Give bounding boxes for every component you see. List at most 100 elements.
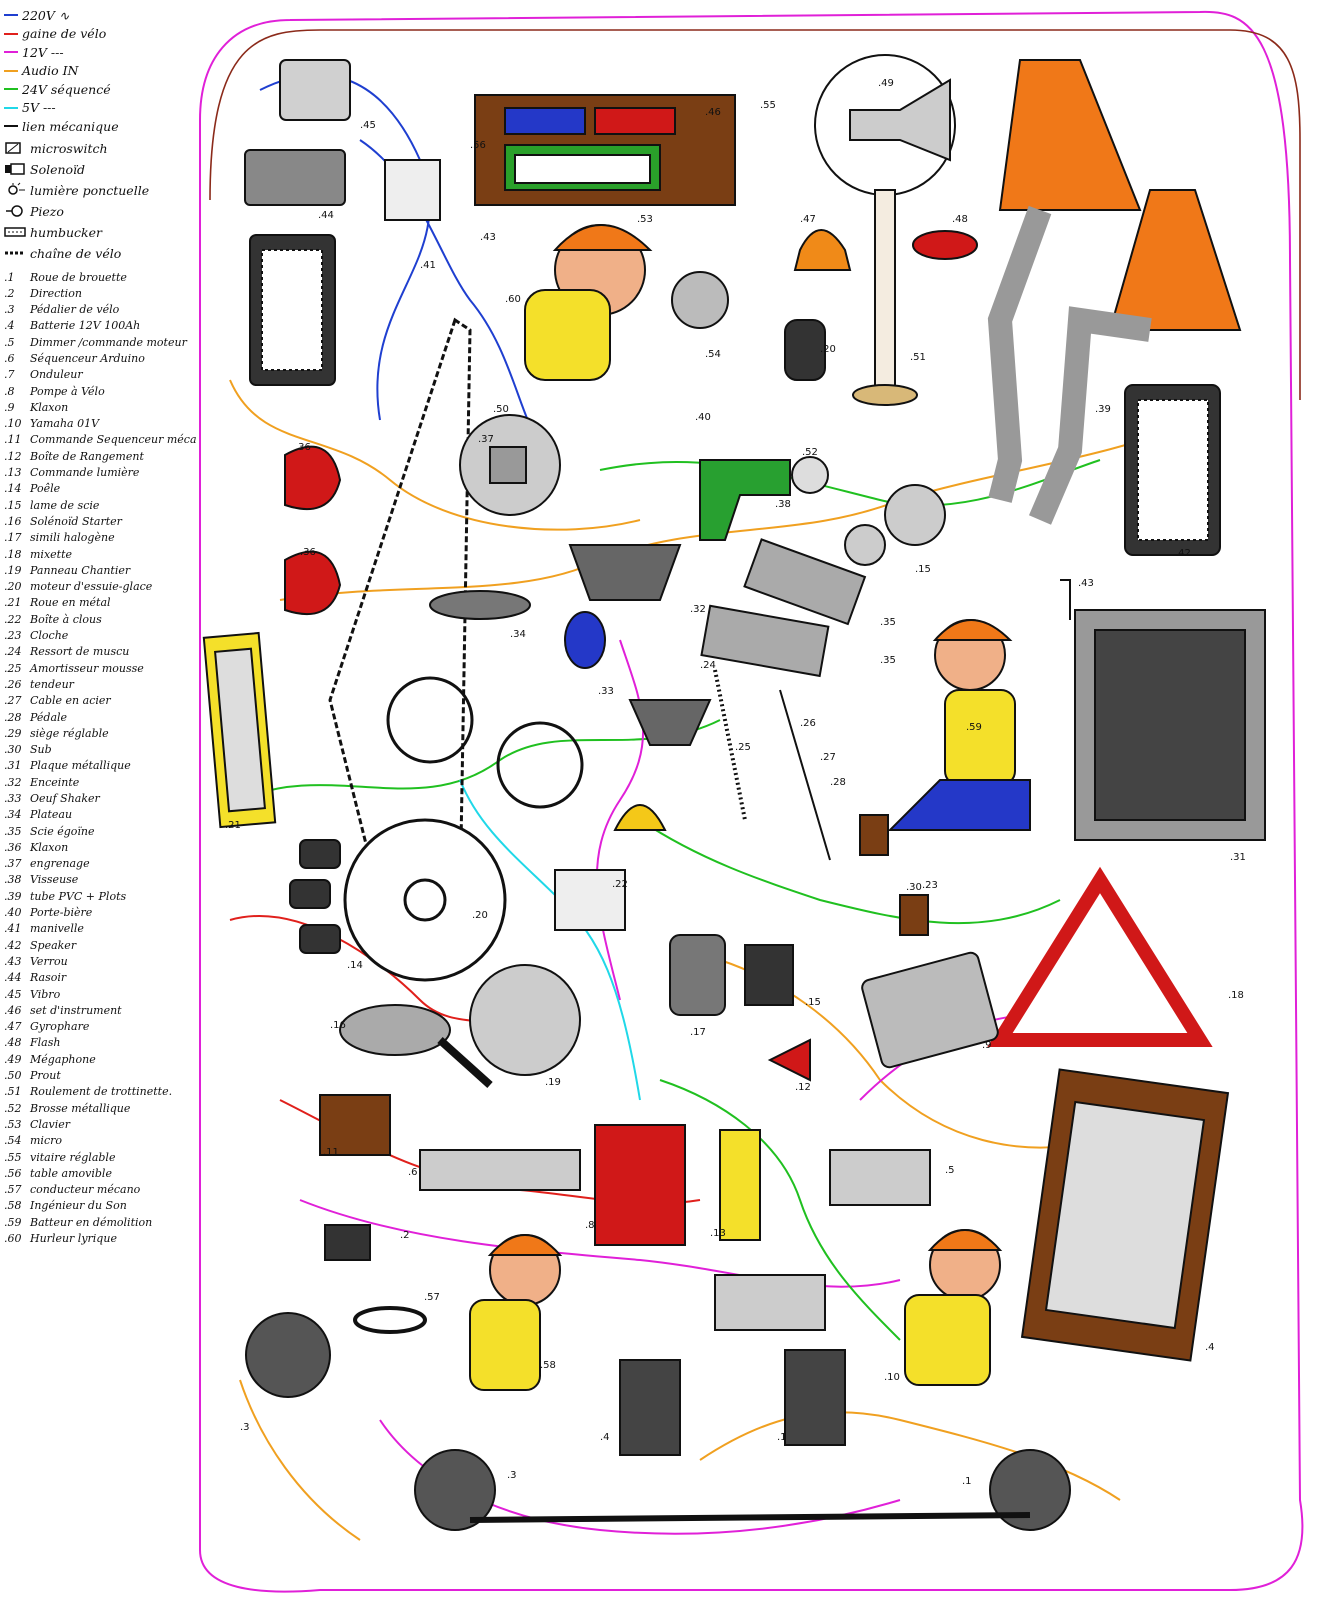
poele-pan xyxy=(339,1004,451,1056)
part-label: Boîte à clous xyxy=(30,612,102,626)
part-number: .9 xyxy=(4,400,15,414)
component-tag: .20 xyxy=(820,344,836,355)
part-number: .57 xyxy=(4,1183,22,1197)
part-number: .26 xyxy=(4,677,22,691)
part-number: .36 xyxy=(4,840,22,854)
component-tag: .24 xyxy=(700,660,716,671)
part-label: Scie égoïne xyxy=(30,824,95,838)
component-tag: .11 xyxy=(323,1147,339,1158)
cable-legend-label: 5V --- xyxy=(22,100,56,116)
wheelbarrow-wheel-left xyxy=(245,1312,331,1398)
component-tag: .1 xyxy=(777,1432,787,1443)
component-tag: .2 xyxy=(400,1230,410,1241)
oeuf-shaker xyxy=(564,611,606,669)
part-label: mixette xyxy=(30,547,73,561)
scie-egoine-1 xyxy=(743,538,867,626)
part-label: Hurleur lyrique xyxy=(30,1232,117,1246)
symbol-legend-item: chaîne de vélo xyxy=(4,243,214,264)
dimmer xyxy=(324,1224,371,1261)
symbol-legend-item: Solenoïd xyxy=(4,159,214,180)
part-label: set d'instrument xyxy=(30,1003,122,1017)
part-number: .38 xyxy=(4,873,22,887)
brosse-metallique xyxy=(791,456,829,494)
saw-blade-1 xyxy=(884,484,946,546)
symbol-legend-item: humbucker xyxy=(4,222,214,243)
part-number: .4 xyxy=(4,319,15,333)
enceinte-2 xyxy=(628,699,712,746)
drummer-body xyxy=(944,689,1016,786)
tag-layer: .45.44.46.55.56.53.43.41.60.54.49.47.48.… xyxy=(225,78,1246,1487)
onduleur xyxy=(714,1274,826,1331)
part-number: .18 xyxy=(4,547,22,561)
brown-cable-loop xyxy=(209,29,1301,400)
cable-legend-label: gaine de vélo xyxy=(22,26,107,42)
cable-legend-label: 12V --- xyxy=(22,44,64,60)
razor-box xyxy=(244,149,346,206)
component-tag: .43 xyxy=(480,232,496,243)
part-number: .47 xyxy=(4,1020,22,1034)
component-tag: .38 xyxy=(775,499,791,510)
part-number: .43 xyxy=(4,954,22,968)
component-tag: .27 xyxy=(820,752,836,763)
component-tag: .4 xyxy=(1205,1342,1215,1353)
part-number: .33 xyxy=(4,792,22,805)
part-label: Onduleur xyxy=(30,368,83,382)
cable-swatch xyxy=(4,125,18,128)
part-number: .58 xyxy=(4,1199,22,1213)
cable-legend-label: lien mécanique xyxy=(22,118,119,134)
solenoid-starter xyxy=(669,934,726,1016)
component-tag: .3 xyxy=(507,1470,517,1481)
cable-legend-item: 24V séquencé xyxy=(4,80,214,99)
component-tag: .41 xyxy=(420,260,436,271)
part-number: .34 xyxy=(4,808,22,822)
part-label: micro xyxy=(30,1134,62,1148)
part-label: Enceinte xyxy=(30,775,80,789)
part-number: .3 xyxy=(4,303,15,317)
wiper-motor-left-1 xyxy=(299,839,341,869)
part-label: Boîte de Rangement xyxy=(30,449,144,463)
part-label: Solénoïd Starter xyxy=(30,514,122,528)
cable-legend-label: 220V ∿ xyxy=(22,7,70,23)
part-list-item: .57 conducteur mécano xyxy=(4,1182,214,1198)
component-tag: .58 xyxy=(540,1360,556,1371)
part-number: .20 xyxy=(4,580,22,594)
cable-swatch xyxy=(4,51,18,54)
part-label: lame de scie xyxy=(30,498,100,512)
plateau xyxy=(429,590,531,620)
part-label: Plaque métallique xyxy=(30,759,131,773)
wiper-motor-left-3 xyxy=(299,924,341,954)
cloche-bell xyxy=(613,804,667,831)
component-tag: .12 xyxy=(795,1082,811,1093)
part-label: Flash xyxy=(30,1036,61,1050)
symbol-legend-item: lumière ponctuelle xyxy=(4,180,214,201)
part-label: Commande lumière xyxy=(30,466,140,480)
cable-legend-item: gaine de vélo xyxy=(4,25,214,44)
part-label: conducteur mécano xyxy=(30,1183,141,1197)
part-number: .24 xyxy=(4,645,22,659)
component-tag: .54 xyxy=(705,349,721,360)
visseuse-drill xyxy=(699,459,791,541)
component-tag: .51 xyxy=(910,352,926,363)
cable-legend-item: lien mécanique xyxy=(4,117,214,136)
component-tag: .19 xyxy=(545,1077,561,1088)
part-number: .51 xyxy=(4,1085,22,1099)
component-tag: .45 xyxy=(360,120,376,131)
part-number: .17 xyxy=(4,531,22,545)
